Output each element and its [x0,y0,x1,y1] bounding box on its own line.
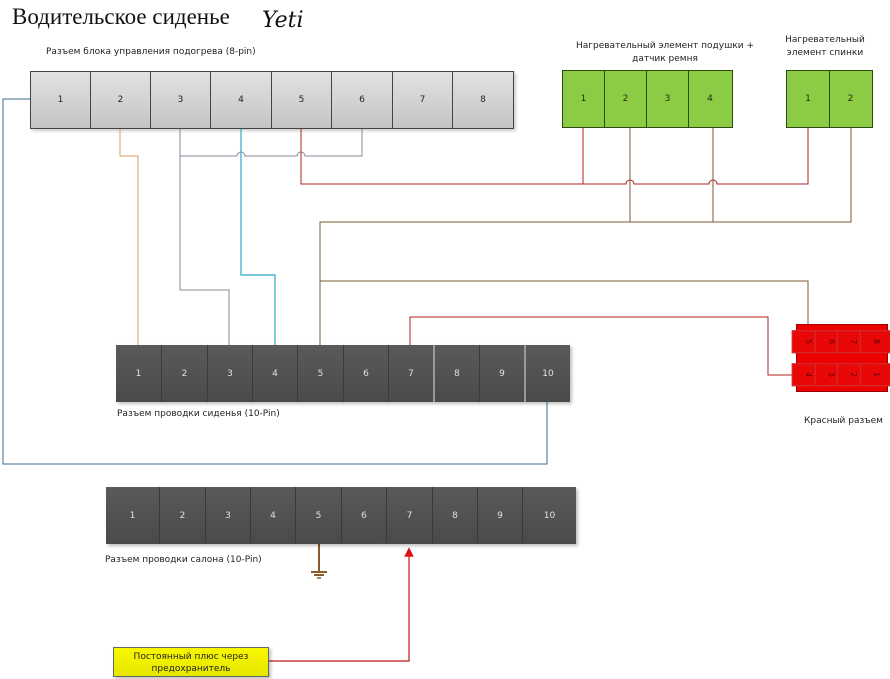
seat-wiring-pin: 7 [389,345,435,402]
back-heater-label: Нагревательный элемент спинки [780,34,870,60]
wire-blue [2,98,548,465]
seat-wiring-pin: 5 [298,345,344,402]
cabin-wiring-pin: 9 [478,487,523,544]
wire-brown [319,128,852,346]
cushion-heater-label: Нагревательный элемент подушки + датчик … [560,40,770,66]
control-unit-connector: 1 2 3 4 5 6 7 8 [30,71,514,129]
control-unit-pin: 3 [150,71,211,129]
seat-wiring-pin: 3 [208,345,253,402]
back-heater-label-line2: элемент спинки [786,48,864,58]
cushion-heater-label-line1: Нагревательный элемент подушки + [575,41,755,51]
cabin-wiring-pin: 3 [206,487,251,544]
cabin-wiring-pin: 6 [342,487,387,544]
seat-wiring-pin: 1 [116,345,162,402]
page-title: Водительское сиденье [12,4,230,29]
seat-wiring-connector: 1 2 3 4 5 6 7 8 9 10 [116,345,570,402]
cabin-wiring-pin: 1 [106,487,160,544]
wire-brown-red [320,280,809,324]
cushion-heater-pin: 4 [687,70,733,128]
fuse-note-box: Постоянный плюс через предохранитель [113,647,269,677]
wire-gray-bridge [180,129,363,157]
seat-wiring-pin: 6 [344,345,389,402]
cabin-wiring-label: Разъем проводки салона (10-Pin) [105,555,262,565]
cabin-wiring-pin: 7 [387,487,433,544]
wire-orange [119,129,139,346]
seat-wiring-label: Разъем проводки сиденья (10-Pin) [117,409,280,419]
cushion-heater-connector: 1 2 3 4 [562,70,733,128]
control-unit-pin: 2 [90,71,151,129]
seat-wiring-pin: 4 [253,345,298,402]
red-connector: 5 6 7 8 4 3 2 1 [791,324,890,392]
seat-wiring-pin: 10 [526,345,570,402]
seat-wiring-pin: 9 [480,345,526,402]
cabin-wiring-pin: 5 [296,487,342,544]
logo: Yeti [262,8,304,33]
red-connector-pin: 1 [859,363,890,386]
ground-icon [311,571,327,579]
seat-wiring-pin: 2 [162,345,208,402]
control-unit-pin: 8 [452,71,514,129]
seat-wiring-pin: 8 [435,345,480,402]
cushion-heater-pin: 3 [646,70,689,128]
wire-red-heater [300,128,809,185]
cabin-wiring-pin: 4 [251,487,296,544]
cabin-wiring-pin: 8 [433,487,478,544]
wire-red-seat7 [409,316,796,376]
wire-cyan [240,129,276,346]
wire-arrow-red [269,547,414,662]
cushion-heater-pin: 2 [603,70,648,128]
control-unit-pin: 5 [271,71,332,129]
control-unit-pin: 4 [210,71,272,129]
cushion-heater-label-line2: датчик ремня [632,54,698,64]
back-heater-pin: 2 [828,70,873,128]
control-unit-pin: 6 [331,71,393,129]
wire-gray [179,129,230,346]
back-heater-pin: 1 [786,70,830,128]
red-connector-label: Красный разъем [804,416,883,426]
back-heater-connector: 1 2 [786,70,873,128]
cabin-wiring-pin: 10 [523,487,576,544]
fuse-note-line2: предохранитель [151,664,231,674]
red-connector-pin: 8 [859,330,890,353]
cabin-wiring-pin: 2 [160,487,206,544]
control-unit-label: Разъем блока управления подогрева (8-pin… [46,47,256,57]
cabin-wiring-connector: 1 2 3 4 5 6 7 8 9 10 [106,487,576,544]
fuse-note-line1: Постоянный плюс через [133,652,249,662]
back-heater-label-line1: Нагревательный [785,35,865,45]
cushion-heater-pin: 1 [562,70,605,128]
